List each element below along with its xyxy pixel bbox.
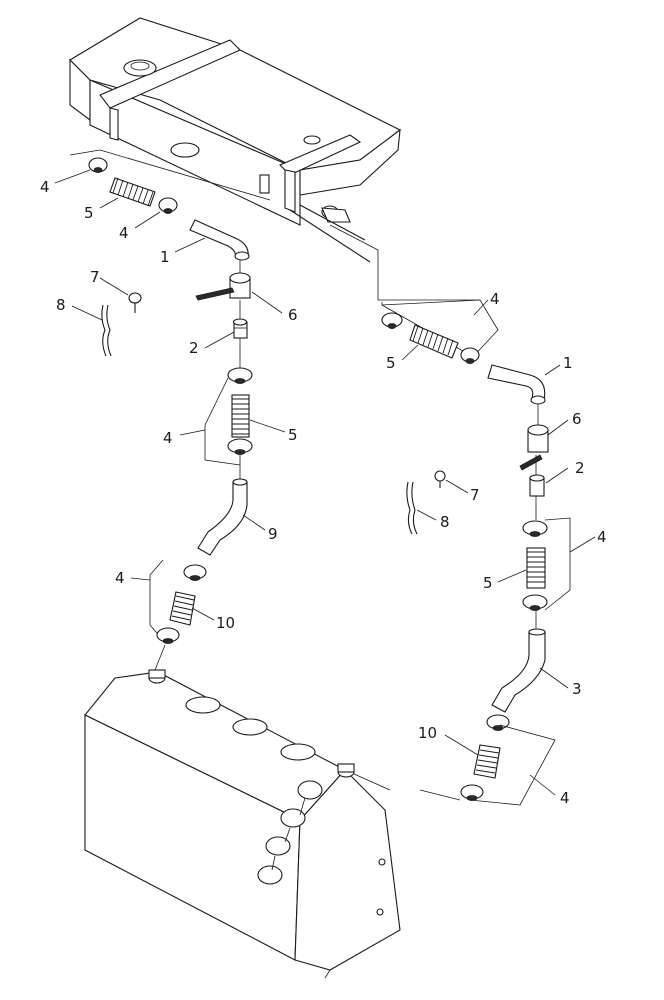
- callout-8a: 8: [56, 296, 66, 314]
- callout-5a: 5: [84, 204, 94, 222]
- callout-6a: 6: [288, 306, 298, 324]
- callout-3: 3: [572, 680, 582, 698]
- callout-4a: 4: [40, 178, 50, 196]
- callout-4c: 4: [163, 429, 173, 447]
- callout-10a: 10: [216, 614, 235, 632]
- callout-4d: 4: [115, 569, 125, 587]
- lower-tank: [84, 669, 401, 979]
- callout-1a: 1: [160, 248, 170, 266]
- callout-6b: 6: [572, 410, 582, 428]
- callout-4b: 4: [119, 224, 129, 242]
- callout-4e: 4: [490, 290, 500, 308]
- leader-lines: [69, 149, 539, 671]
- right-hose-set: [381, 299, 571, 806]
- callout-7b: 7: [470, 486, 480, 504]
- left-valve-stack: [195, 272, 253, 556]
- callout-5d: 5: [483, 574, 493, 592]
- left-lower-hose-set: [149, 559, 207, 644]
- callout-5c: 5: [386, 354, 396, 372]
- callout-4g: 4: [560, 789, 570, 807]
- callout-4f: 4: [597, 528, 607, 546]
- callout-1b: 1: [563, 354, 573, 372]
- left-small-parts: [101, 292, 142, 357]
- callout-5b: 5: [288, 426, 298, 444]
- left-upper-hose-set: [88, 157, 250, 261]
- callout-2a: 2: [189, 339, 199, 357]
- callout-8b: 8: [440, 513, 450, 531]
- upper-tank: [69, 17, 402, 263]
- callout-7a: 7: [90, 268, 100, 286]
- right-small-parts: [406, 470, 446, 535]
- callout-2b: 2: [575, 459, 585, 477]
- callout-10b: 10: [418, 724, 437, 742]
- callout-labels: 4 5 4 1 7 8 6 2 4 5 9 4 10 4 5 1 6 2 7 8…: [40, 178, 607, 807]
- callout-leaders: [54, 169, 596, 796]
- callout-9: 9: [268, 525, 278, 543]
